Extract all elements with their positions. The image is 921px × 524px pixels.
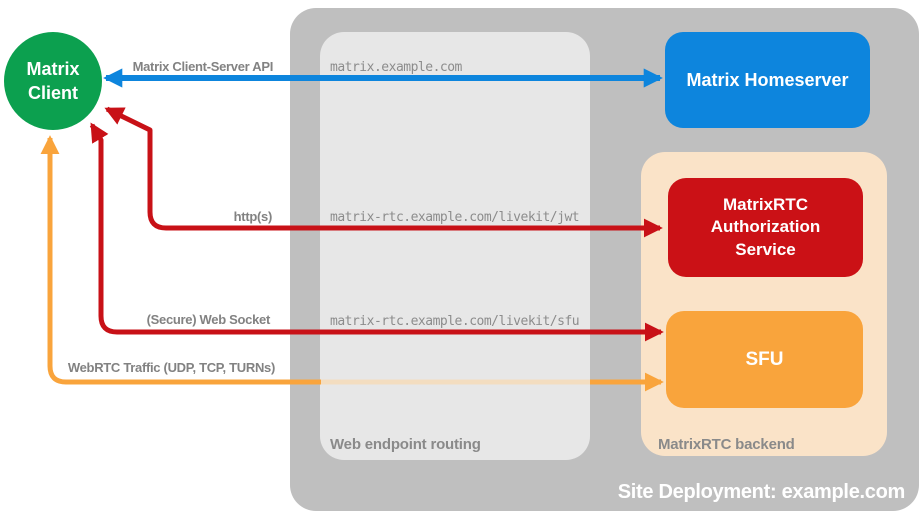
webrtc-label: WebRTC Traffic (UDP, TCP, TURNs) — [67, 360, 275, 375]
matrix-homeserver-node: Matrix Homeserver — [665, 32, 870, 128]
site-deployment-label: Site Deployment: example.com — [617, 481, 906, 503]
client-server-api-label: Matrix Client-Server API — [132, 59, 274, 74]
matrix-homeserver-label: Matrix Homeserver — [686, 69, 849, 90]
sfu-label: SFU — [745, 348, 784, 370]
endpoint-livekit-jwt: matrix-rtc.example.com/livekit/jwt — [330, 210, 580, 225]
endpoint-matrix-example: matrix.example.com — [330, 60, 462, 75]
websocket-label: (Secure) Web Socket — [146, 312, 271, 327]
matrix-client-label: Matrix Client — [26, 58, 80, 103]
sfu-node: SFU — [666, 311, 863, 408]
web-endpoint-routing-zone — [320, 32, 590, 460]
matrixrtc-authorization-service-label: MatrixRTC Authorization Service — [710, 195, 821, 259]
webrtc-line — [40, 135, 321, 385]
matrixrtc-authorization-service-node: MatrixRTC Authorization Service — [668, 178, 863, 277]
endpoint-livekit-sfu: matrix-rtc.example.com/livekit/sfu — [330, 314, 580, 329]
matrixrtc-backend-label: MatrixRTC backend — [658, 436, 795, 453]
matrix-client-node: Matrix Client — [4, 32, 102, 130]
https-label: http(s) — [233, 209, 273, 224]
web-endpoint-routing-label: Web endpoint routing — [330, 436, 481, 453]
